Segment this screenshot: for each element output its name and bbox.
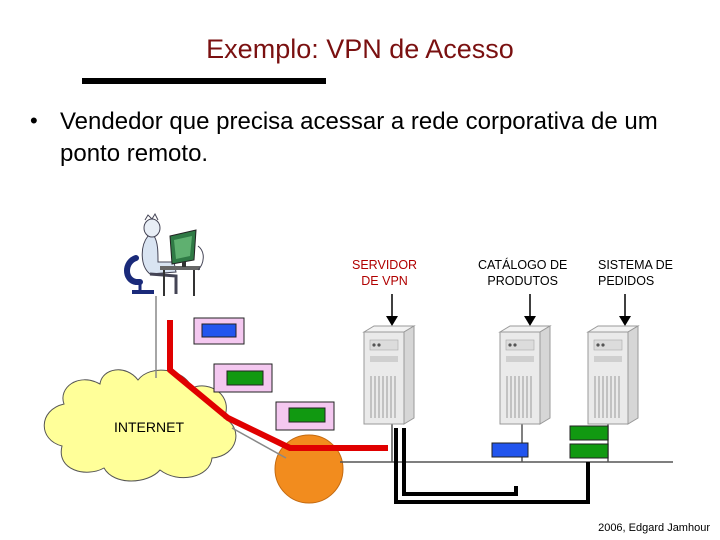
vpn-server-label: SERVIDOR DE VPN [352,258,418,288]
catalog-server-icon [498,325,552,425]
internet-label: INTERNET [114,419,184,435]
router-circle-icon [274,434,344,504]
lan-packet-green-2 [569,443,609,459]
tunnel-packet-blue [193,317,245,345]
arrow-to-orders-server [619,294,631,326]
route-to-orders [394,428,590,504]
lan-packet-blue [491,442,529,458]
title-underline [82,78,326,84]
tunnel-packet-green-1 [213,363,273,393]
orders-server-label: SISTEMA DE PEDIDOS [598,258,674,288]
bullet-text: Vendedor que precisa acessar a rede corp… [60,108,658,167]
cloud-router-line [231,427,287,459]
bullet-marker: • [30,108,38,133]
arrow-to-catalog-server [524,294,536,326]
lan-packet-green-1 [569,425,609,441]
vpn-tunnel-path [167,320,388,451]
footer-credit: 2006, Edgard Jamhour [598,522,710,534]
route-to-catalog [402,428,518,496]
catalog-server-label: CATÁLOGO DE PRODUTOS [478,258,568,288]
person-at-computer-icon [124,212,204,296]
tunnel-packet-green-2 [275,401,335,431]
arrow-to-vpn-server [386,294,398,326]
orders-server-icon [586,325,640,425]
slide-title: Exemplo: VPN de Acesso [206,34,514,64]
vpn-server-icon [362,325,416,425]
